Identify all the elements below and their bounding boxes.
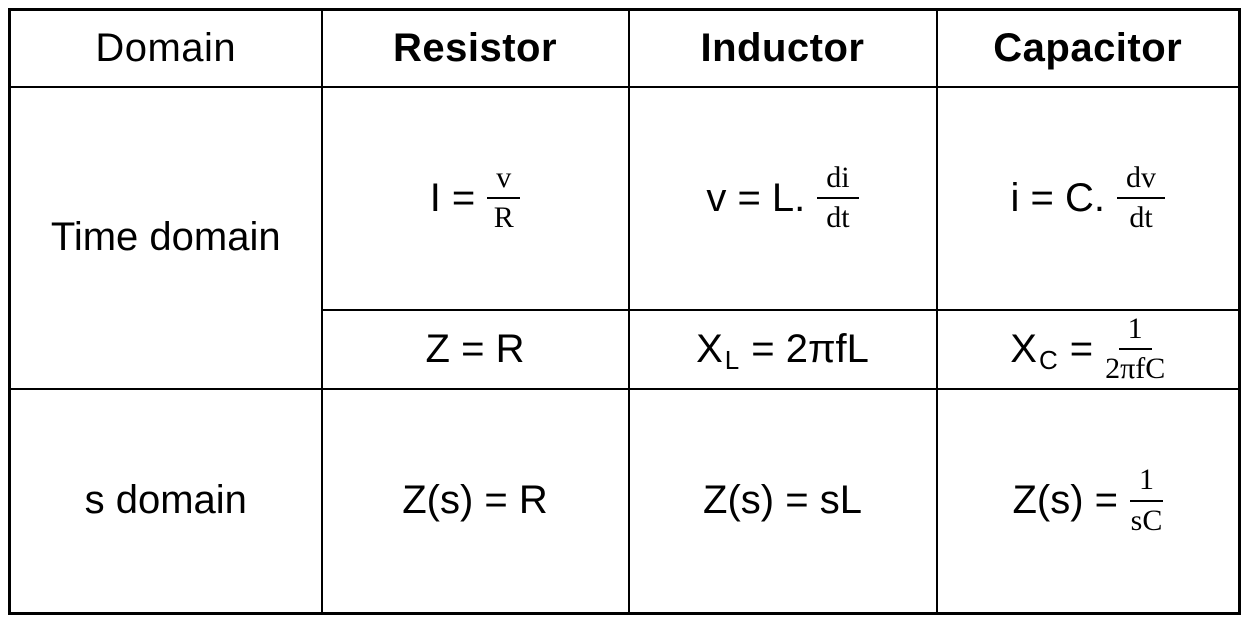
cell-resistor-s: Z(s) = R	[320, 387, 630, 615]
fraction-denominator: sC	[1130, 503, 1163, 537]
reactance-row: Z = R X L = 2πfL X C = 1 2πfC	[10, 308, 1241, 390]
fraction-denominator: R	[493, 201, 514, 234]
fraction-numerator: v	[487, 161, 521, 199]
time-domain-formula-row: Time domain I = v R v = L. di dt	[8, 85, 1241, 390]
fraction: 1 sC	[1130, 463, 1164, 538]
equals-sign: =	[1069, 326, 1094, 371]
fraction: v R	[487, 161, 521, 236]
formula-base: X	[1010, 326, 1037, 371]
formula-subscript: C	[1038, 344, 1058, 375]
fraction-numerator: 1	[1130, 463, 1164, 502]
formula-rhs: = 2πfL	[751, 326, 869, 371]
cell-resistor-impedance: Z = R	[320, 308, 630, 390]
formula-capacitor-s: Z(s) = 1 sC	[1012, 463, 1164, 538]
cell-s-domain-label: s domain	[8, 387, 323, 615]
formula-base: X	[696, 326, 723, 371]
header-row: Domain Resistor Inductor Capacitor	[8, 8, 1241, 88]
cell-inductive-reactance: X L = 2πfL	[627, 308, 938, 390]
fraction: di dt	[817, 161, 859, 236]
formula-capacitor-current: i = C. dv dt	[1011, 161, 1165, 236]
cell-capacitive-reactance: X C = 1 2πfC	[935, 308, 1241, 390]
fraction-denominator: dt	[826, 201, 850, 234]
cell-inductor-time: v = L. di dt	[627, 85, 938, 311]
formula-inductive-reactance: X L = 2πfL	[696, 326, 869, 375]
formula-inductor-voltage: v = L. di dt	[706, 161, 859, 236]
fraction-numerator: dv	[1116, 161, 1165, 199]
formula-text: Z(s) = R	[402, 478, 548, 523]
time-domain-label: Time domain	[50, 215, 281, 259]
formula-lhs: I =	[429, 175, 476, 220]
formula-lhs: i = C.	[1010, 175, 1105, 220]
impedance-table-container: Domain Resistor Inductor Capacitor Time …	[8, 8, 1241, 615]
cell-time-domain-label: Time domain	[8, 85, 323, 390]
header-resistor: Resistor	[320, 8, 630, 88]
fraction: dv dt	[1116, 161, 1165, 236]
formula-text: Z = R	[425, 326, 525, 371]
fraction: 1 2πfC	[1105, 312, 1165, 387]
formula-ohms-law: I = v R	[430, 161, 521, 236]
header-capacitor: Capacitor	[935, 8, 1241, 88]
formula-lhs: Z(s) =	[1012, 478, 1119, 523]
cell-capacitor-s: Z(s) = 1 sC	[935, 387, 1241, 615]
formula-resistor-impedance: Z = R	[426, 327, 525, 372]
cell-capacitor-time: i = C. dv dt	[935, 85, 1241, 311]
impedance-table: Domain Resistor Inductor Capacitor Time …	[8, 8, 1241, 615]
formula-subscript: L	[724, 344, 740, 375]
formula-lhs: v = L.	[706, 175, 806, 220]
fraction-numerator: di	[817, 161, 859, 199]
formula-resistor-s: Z(s) = R	[402, 478, 548, 523]
s-domain-label: s domain	[84, 478, 247, 523]
formula-capacitive-reactance: X C = 1 2πfC	[1010, 312, 1165, 387]
header-domain: Domain	[8, 8, 323, 88]
fraction-numerator: 1	[1118, 312, 1152, 350]
s-domain-row: s domain Z(s) = R Z(s) = sL Z(s) = 1 sC	[8, 387, 1241, 615]
formula-inductor-s: Z(s) = sL	[703, 478, 862, 523]
formula-text: Z(s) = sL	[703, 478, 862, 523]
fraction-denominator: 2πfC	[1105, 352, 1166, 385]
header-inductor: Inductor	[627, 8, 938, 88]
cell-inductor-s: Z(s) = sL	[627, 387, 938, 615]
cell-resistor-time: I = v R	[320, 85, 630, 311]
fraction-denominator: dt	[1129, 201, 1153, 234]
